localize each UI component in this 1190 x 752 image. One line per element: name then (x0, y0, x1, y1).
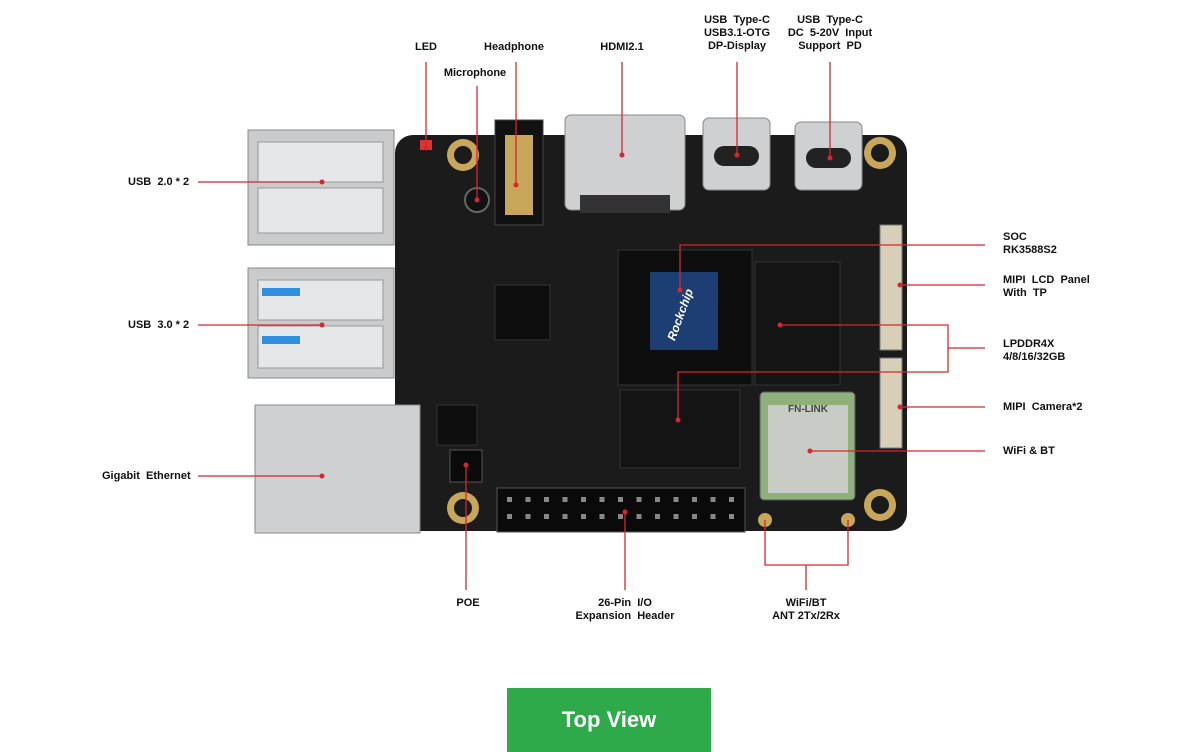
label-usb2: USB 2.0 * 2 (128, 176, 190, 188)
gpio-pin (525, 497, 531, 502)
wifi-brand-mark: FN-LINK (788, 404, 829, 415)
label-mipi-lcd: MIPI LCD Panel With TP (1003, 274, 1090, 299)
gpio-pin (618, 514, 623, 519)
gpio-pin (710, 497, 716, 502)
label-usbc-otg: USB Type-C USB3.1-OTG DP-Display (703, 14, 771, 52)
gpio-pin (636, 514, 642, 519)
gpio-pin (729, 514, 734, 519)
usb2-port (247, 129, 395, 246)
gpio-pin (673, 514, 679, 519)
ethernet-port (254, 404, 421, 534)
gpio-pin (729, 497, 734, 502)
label-lpddr: LPDDR4X 4/8/16/32GB (1003, 338, 1066, 363)
label-led: LED (415, 41, 437, 53)
label-gpio: 26-Pin I/O Expansion Header (575, 597, 675, 622)
gpio-pin (544, 514, 549, 519)
gpio-pin (599, 514, 605, 519)
gpio-pin (655, 497, 660, 502)
camera-connector (879, 357, 903, 449)
label-headphone: Headphone (484, 41, 544, 53)
gpio-pin (581, 497, 586, 502)
gpio-header (496, 487, 746, 533)
ram-chip-1 (754, 261, 841, 386)
gpio-pin (710, 514, 716, 519)
label-hdmi: HDMI2.1 (600, 41, 644, 53)
gpio-pin (618, 497, 623, 502)
gpio-pin (581, 514, 586, 519)
usb3-port (247, 267, 395, 379)
gpio-pin (562, 497, 568, 502)
gpio-pin (636, 497, 642, 502)
label-mipi-camera: MIPI Camera*2 (1003, 401, 1083, 413)
label-antenna: WiFi/BT ANT 2Tx/2Rx (772, 597, 840, 622)
label-wifi-bt: WiFi & BT (1003, 445, 1055, 457)
top-view-button[interactable]: Top View (507, 688, 711, 752)
gpio-pin (507, 497, 512, 502)
label-microphone: Microphone (443, 67, 507, 79)
gpio-pin (507, 514, 512, 519)
gpio-pin (525, 514, 531, 519)
label-usbc-power: USB Type-C DC 5-20V Input Support PD (787, 14, 873, 52)
gpio-pin (655, 514, 660, 519)
label-ethernet: Gigabit Ethernet (102, 470, 191, 482)
gpio-pin (692, 514, 697, 519)
gpio-pin (562, 514, 568, 519)
gpio-pin (599, 497, 605, 502)
gpio-pin (544, 497, 549, 502)
gpio-pin (673, 497, 679, 502)
gpio-pin (692, 497, 697, 502)
ram-chip-2 (619, 389, 741, 469)
label-poe: POE (456, 597, 480, 609)
leader-lines (198, 62, 985, 590)
label-soc: SOC RK3588S2 (1003, 231, 1057, 256)
label-usb3: USB 3.0 * 2 (128, 319, 190, 331)
lcd-connector (879, 224, 903, 351)
